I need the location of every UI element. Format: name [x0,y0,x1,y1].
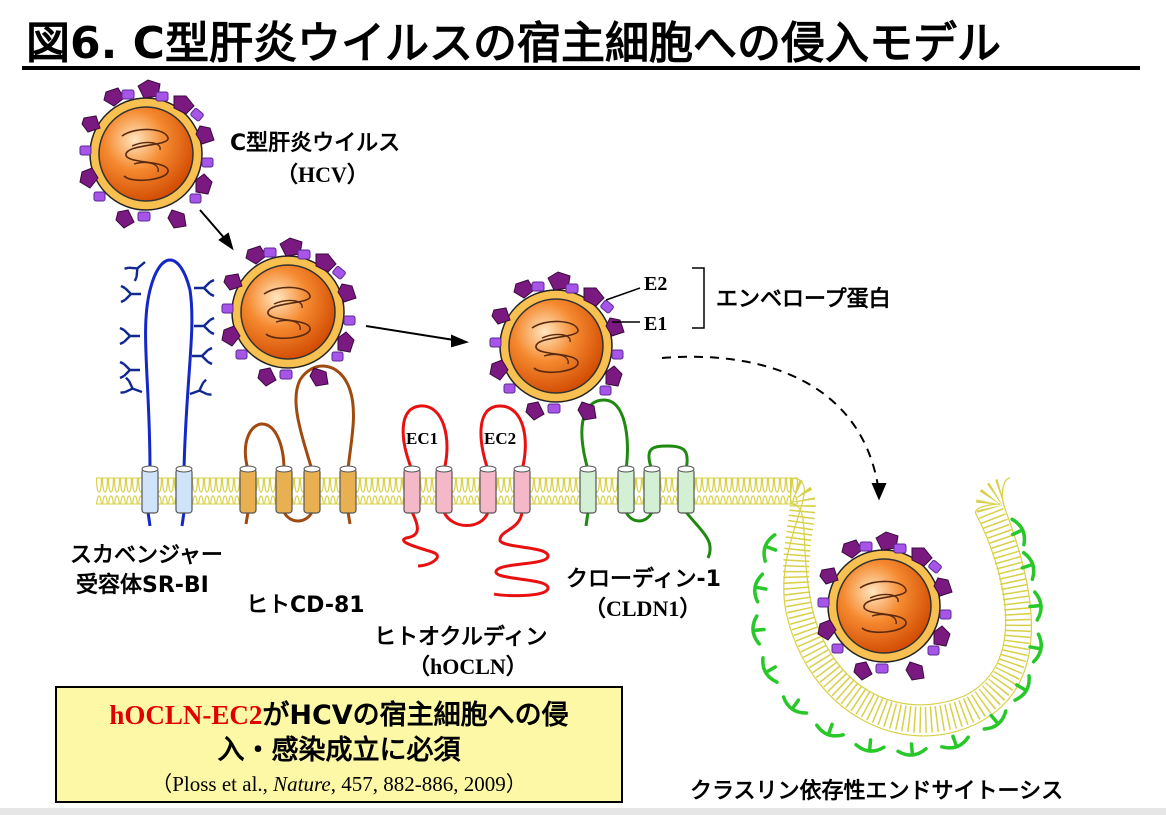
cldn-label-line2: （CLDN1） [584,596,701,621]
virus-particle-bound [221,237,357,387]
entry-arrows [199,209,887,501]
reference-citation: （Ploss et al., Nature, 457, 882-886, 200… [57,770,621,798]
cd81-receptor [239,364,357,525]
srbi-receptor [118,254,216,527]
virus-particle-free [79,79,215,229]
title-underline [22,66,1140,70]
envelope-protein-label: エンベロープ蛋白 [716,286,891,312]
srbi-label-line1: スカベンジャー [70,543,223,568]
ref-prefix: （Ploss et al., [151,772,274,796]
endocytosis-label: クラスリン依存性エンドサイトーシス [690,778,1063,804]
frame-bottom [0,808,1166,815]
virus-abbr-label: （HCV） [276,162,369,187]
conclusion-line2: 入・感染成立に必須 [217,735,461,766]
ec1-label: EC1 [406,429,438,448]
page-title: 図6. C型肝炎ウイルスの宿主細胞への侵入モデル [26,18,1001,69]
ref-suffix: , 457, 882-886, 2009） [330,772,527,796]
ec2-label: EC2 [484,429,516,448]
ocln-label-line2: （hOCLN） [408,654,528,679]
virus-particle-endocytosed [817,531,953,681]
endocytic-pit [783,477,1033,737]
envelope-bracket [605,267,705,329]
conclusion-line1: hOCLN-EC2がHCVの宿主細胞への侵 [57,697,621,734]
virus-particle-entering [489,271,625,421]
occludin-receptor: EC1 EC2 [401,404,550,598]
cldn-label-line1: クローディン-1 [566,566,721,592]
conclusion-box: hOCLN-EC2がHCVの宿主細胞への侵 入・感染成立に必須 （Ploss e… [55,686,623,803]
virus-name-label: C型肝炎ウイルス [230,131,400,156]
claudin-receptor [579,398,712,559]
highlight-hocln-ec2: hOCLN-EC2 [109,700,263,730]
ocln-label-line1: ヒトオクルディン [374,624,547,650]
cd81-label: ヒトCD-81 [246,593,365,618]
ref-journal: Nature [273,772,331,796]
e1-label: E1 [644,313,667,335]
srbi-label-line2: 受容体SR-BI [76,572,209,598]
conclusion-line1-rest: がHCVの宿主細胞への侵 [262,700,569,731]
e2-label: E2 [644,273,667,295]
